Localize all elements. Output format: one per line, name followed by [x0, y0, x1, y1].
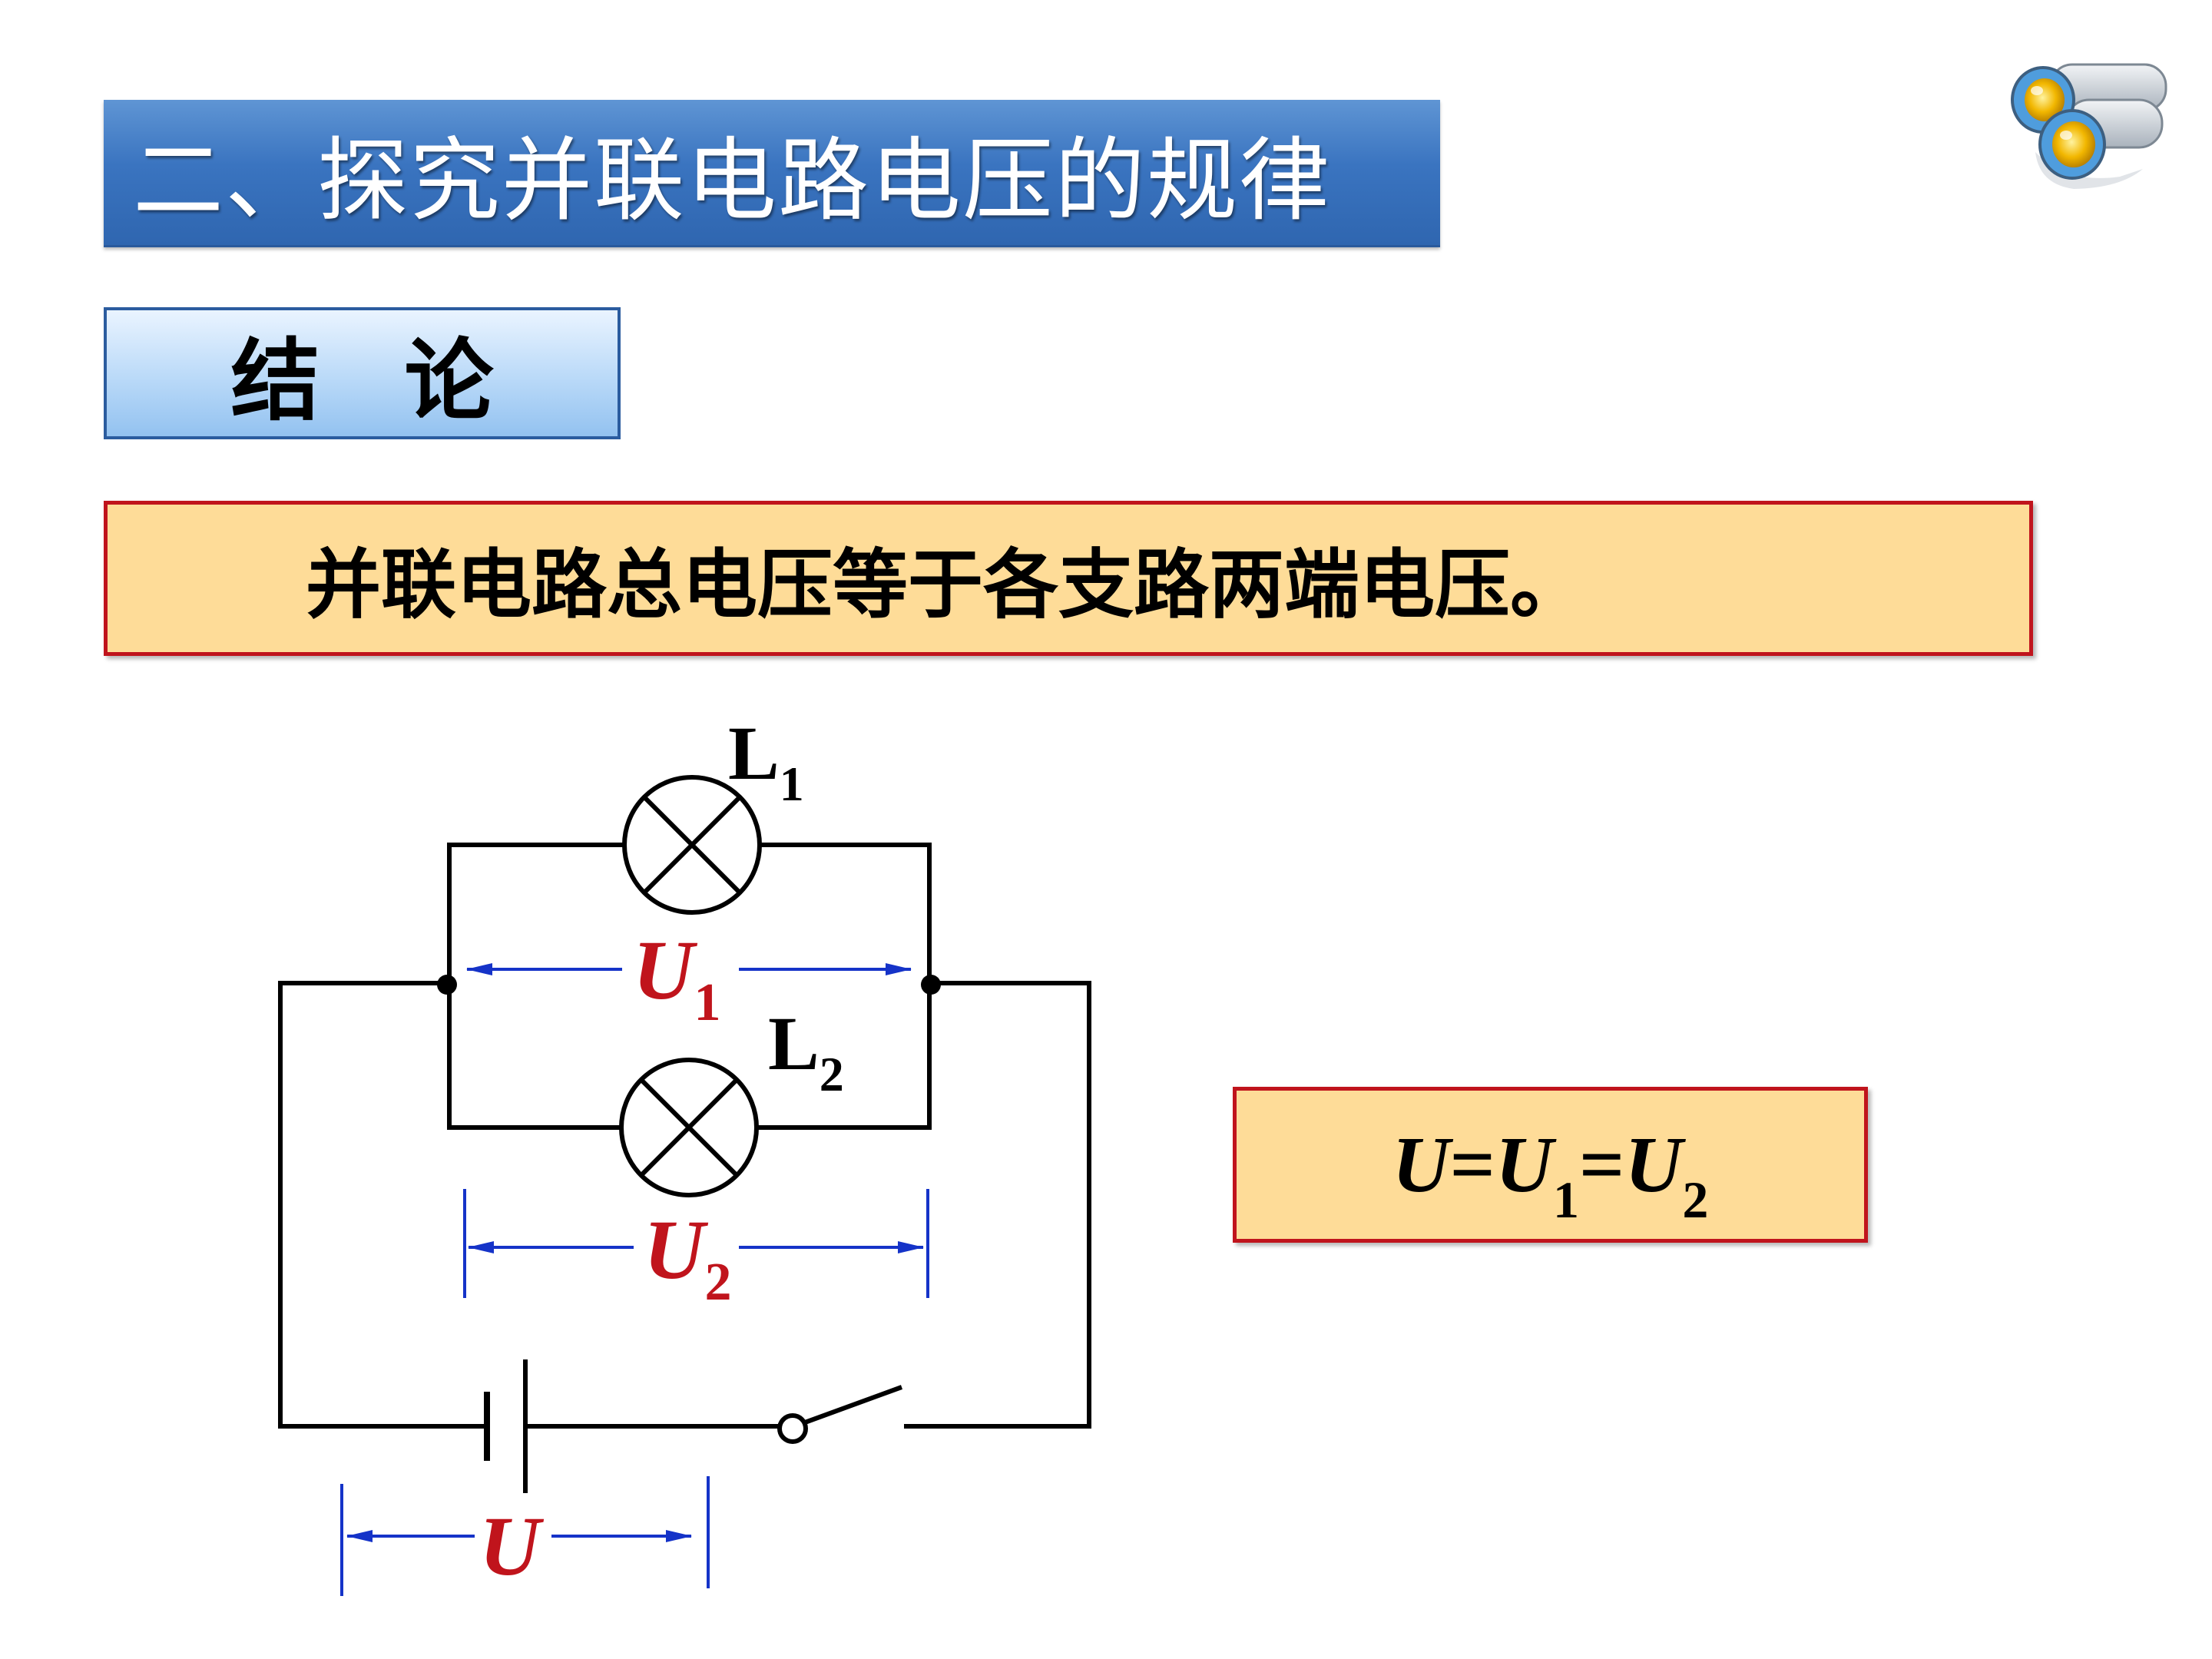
formula-equals-1: = [1449, 1121, 1495, 1209]
voltage-u2-label: U2 [644, 1203, 731, 1312]
voltage-u1-label: U1 [633, 923, 720, 1032]
lamp-l2-subscript: 2 [820, 1047, 844, 1101]
lamp-l1 [622, 775, 762, 915]
lamp-l2-letter: L [768, 1001, 820, 1086]
voltage-u2-subscript: 2 [704, 1253, 731, 1312]
junction-left [437, 975, 457, 995]
voltage-u2-arrows [463, 1189, 929, 1298]
conclusion-statement-box: 并联电路总电压等于各支路两端电压。 [104, 501, 2033, 656]
formula-u2-subscript: 2 [1682, 1171, 1709, 1229]
voltage-u-total-arrows [340, 1476, 710, 1596]
formula-u1: U [1495, 1121, 1554, 1209]
conclusion-statement: 并联电路总电压等于各支路两端电压。 [306, 541, 1586, 629]
page-title: 二、探究并联电路电压的规律 [133, 127, 1332, 233]
formula-equals-2: = [1579, 1121, 1625, 1209]
binoculars-icon [2011, 63, 2167, 189]
formula-u1-subscript: 1 [1553, 1171, 1580, 1229]
voltage-u1-letter: U [633, 923, 698, 1017]
lamp-l1-letter: L [728, 710, 780, 796]
formula-u2: U [1624, 1121, 1683, 1209]
voltage-u-total-label: U [479, 1499, 545, 1593]
battery-symbol [484, 1359, 528, 1493]
formula-box: U=U1=U2 [1233, 1087, 1868, 1243]
title-banner: 二、探究并联电路电压的规律 [104, 100, 1440, 247]
formula-u-total: U [1392, 1121, 1450, 1209]
conclusion-label: 结论 [230, 329, 578, 433]
lamp-l1-label: L1 [728, 710, 804, 811]
formula: U=U1=U2 [1392, 1119, 1709, 1229]
voltage-u1-subscript: 1 [694, 973, 720, 1032]
lamp-l1-subscript: 1 [780, 757, 804, 811]
switch-symbol [777, 1385, 903, 1444]
circuit-wires [278, 843, 1091, 1429]
lamp-l2 [619, 1058, 759, 1197]
lamp-l2-label: L2 [768, 1001, 844, 1101]
conclusion-label-box: 结论 [104, 307, 621, 439]
voltage-u2-letter: U [644, 1203, 709, 1296]
junction-right [921, 975, 941, 995]
